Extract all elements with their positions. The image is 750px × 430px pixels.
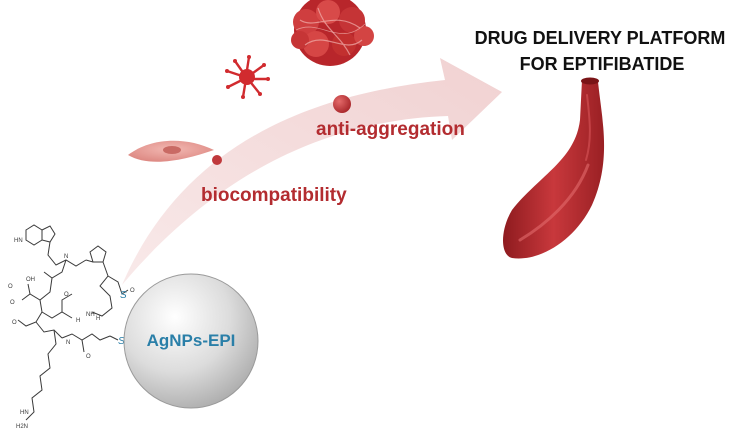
svg-text:H2N: H2N <box>16 424 28 430</box>
marker-biocompatibility <box>212 155 222 165</box>
peptide-structure: HN N O OH O O H O N O H O NH HN H2N <box>8 224 135 430</box>
sulfur-label-1: S <box>120 290 127 301</box>
svg-text:O: O <box>64 292 69 298</box>
svg-text:NH: NH <box>86 312 95 318</box>
svg-text:H: H <box>76 318 80 324</box>
label-biocompatibility: biocompatibility <box>201 185 347 206</box>
svg-text:HN: HN <box>14 238 23 244</box>
blood-vessel-icon <box>503 77 605 259</box>
svg-text:H: H <box>96 316 100 322</box>
svg-text:O: O <box>12 320 17 326</box>
svg-text:N: N <box>66 340 70 346</box>
title-line-1: DRUG DELIVERY PLATFORM <box>475 28 726 48</box>
svg-text:O: O <box>130 288 135 294</box>
marker-anti-aggregation <box>333 95 351 113</box>
silver-nanoparticle <box>123 273 259 409</box>
sulfur-label-2: S <box>118 336 125 347</box>
svg-text:N: N <box>64 254 68 260</box>
svg-text:HN: HN <box>20 410 29 416</box>
svg-text:OH: OH <box>26 277 35 283</box>
label-anti-aggregation: anti-aggregation <box>316 119 465 140</box>
nanoparticle-label: AgNPs-EPI <box>147 331 236 350</box>
svg-text:O: O <box>86 354 91 360</box>
platelet-aggregate-icon <box>291 0 374 66</box>
curved-arrow <box>122 58 502 285</box>
svg-text:O: O <box>10 300 15 306</box>
cell-icon <box>128 140 214 162</box>
svg-text:O: O <box>8 284 13 290</box>
activated-platelet-icon <box>225 55 270 99</box>
title-line-2: FOR EPTIFIBATIDE <box>520 54 685 74</box>
